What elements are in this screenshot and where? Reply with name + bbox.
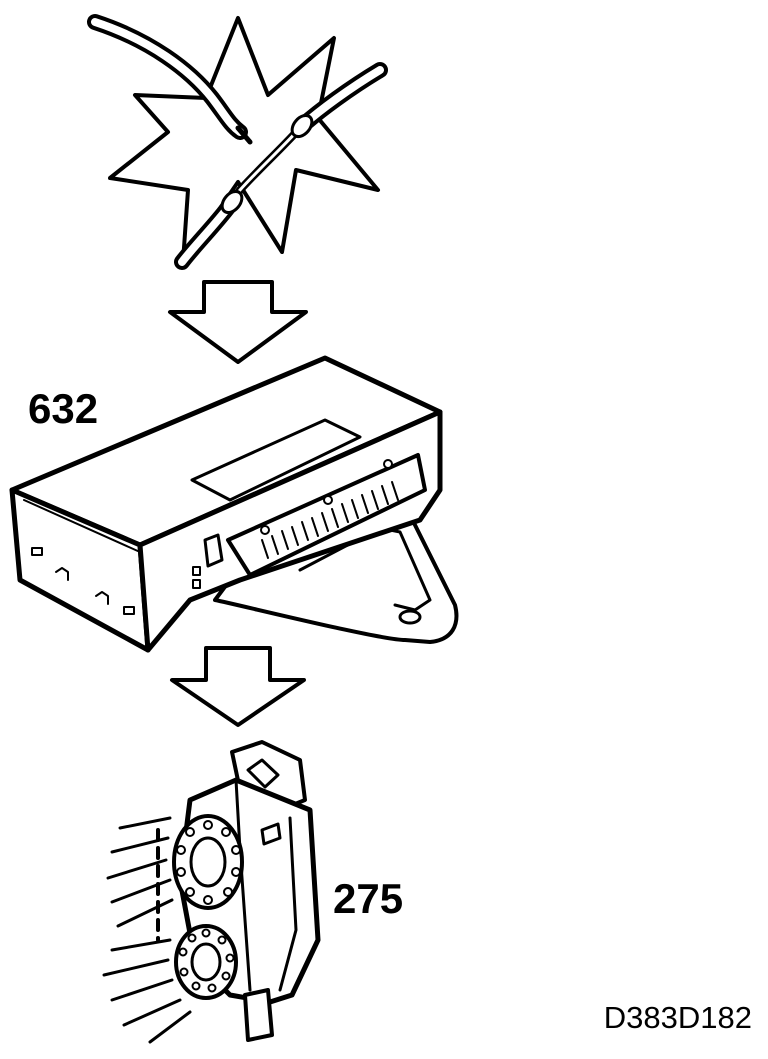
label-plate bbox=[190, 418, 362, 502]
mounting-bracket bbox=[213, 508, 459, 644]
connector-housing bbox=[226, 453, 427, 577]
control-unit-icon bbox=[9, 355, 459, 653]
cable-spark-icon bbox=[87, 14, 388, 270]
flow-arrow-icon bbox=[170, 646, 306, 727]
connector-pins bbox=[261, 481, 399, 559]
loudspeaker-icon bbox=[102, 740, 321, 1044]
figure-code: D383D182 bbox=[603, 1000, 752, 1035]
flow-arrow-icon bbox=[168, 280, 308, 364]
speaker-tab bbox=[243, 988, 274, 1042]
callout-control-unit: 632 bbox=[28, 385, 99, 432]
spark-star bbox=[108, 16, 380, 264]
callout-loudspeaker: 275 bbox=[333, 875, 404, 922]
